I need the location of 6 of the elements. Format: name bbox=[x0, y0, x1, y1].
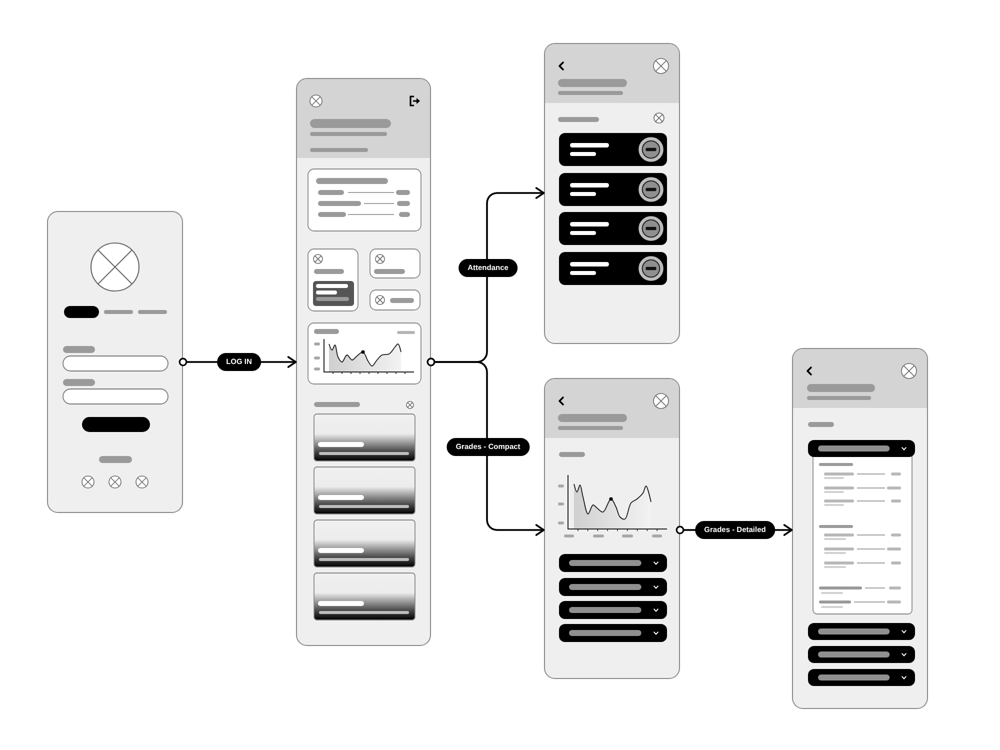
wireframe-screen bbox=[792, 348, 928, 709]
wireframe-screen bbox=[544, 43, 680, 344]
wireframe-screen bbox=[296, 78, 431, 646]
wireframe-screen bbox=[544, 378, 680, 679]
flow-arrow bbox=[426, 358, 545, 536]
wireframe-screen bbox=[47, 211, 183, 513]
